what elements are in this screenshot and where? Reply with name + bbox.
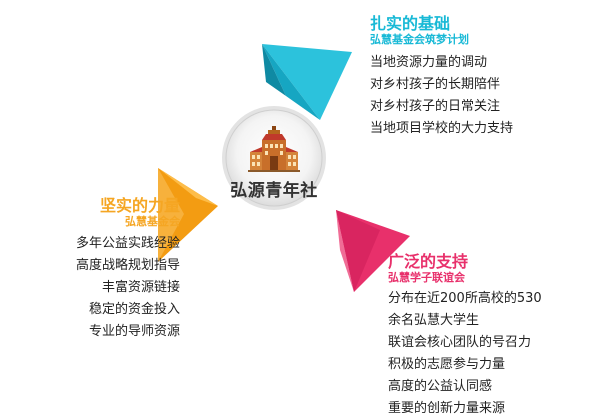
section-subheading: 弘慧基金会: [125, 215, 180, 228]
list-item: 当地项目学校的大力支持: [370, 121, 514, 136]
section-item-list: 多年公益实践经验 高度战略规划指导 丰富资源链接 稳定的资金投入 专业的导师资源: [40, 233, 180, 343]
section-item-list: 分布在近200所高校的530 余名弘慧大学生 联谊会核心团队的号召力 积极的志愿…: [388, 288, 542, 420]
list-item: 丰富资源链接: [101, 280, 180, 295]
section-broad-support: 广泛的支持 弘慧学子联谊会 分布在近200所高校的530 余名弘慧大学生 联谊会…: [388, 252, 542, 420]
section-subheading: 弘慧学子联谊会: [388, 271, 465, 284]
list-item: 高度的公益认同感: [388, 379, 493, 394]
list-item: 分布在近200所高校的530: [388, 291, 542, 306]
center-title: 弘源青年社: [230, 181, 318, 201]
list-item: 重要的创新力量来源: [388, 401, 506, 416]
list-item: 当地资源力量的调动: [370, 55, 488, 70]
section-heading: 扎实的基础: [370, 14, 451, 33]
list-item: 余名弘慧大学生: [388, 313, 480, 328]
list-item: 对乡村孩子的日常关注: [370, 99, 501, 114]
left-arrow: [158, 168, 218, 262]
list-item: 对乡村孩子的长期陪伴: [370, 77, 501, 92]
list-item: 积极的志愿参与力量: [388, 357, 506, 372]
top-arrow: [262, 44, 352, 120]
right-arrow: [336, 210, 410, 292]
section-subheading: 弘慧基金会筑梦计划: [370, 33, 469, 46]
section-solid-foundation: 扎实的基础 弘慧基金会筑梦计划 当地资源力量的调动 对乡村孩子的长期陪伴 对乡村…: [370, 14, 513, 140]
section-heading: 坚实的力量: [99, 196, 180, 215]
list-item: 稳定的资金投入: [88, 302, 180, 317]
section-strong-force: 坚实的力量 弘慧基金会 多年公益实践经验 高度战略规划指导 丰富资源链接 稳定的…: [40, 196, 180, 343]
list-item: 高度战略规划指导: [75, 258, 180, 273]
section-heading: 广泛的支持: [388, 252, 469, 271]
section-item-list: 当地资源力量的调动 对乡村孩子的长期陪伴 对乡村孩子的日常关注 当地项目学校的大…: [370, 52, 513, 140]
list-item: 联谊会核心团队的号召力: [388, 335, 532, 350]
list-item: 多年公益实践经验: [75, 236, 180, 251]
school-building-icon: [248, 126, 300, 172]
list-item: 专业的导师资源: [88, 324, 180, 339]
